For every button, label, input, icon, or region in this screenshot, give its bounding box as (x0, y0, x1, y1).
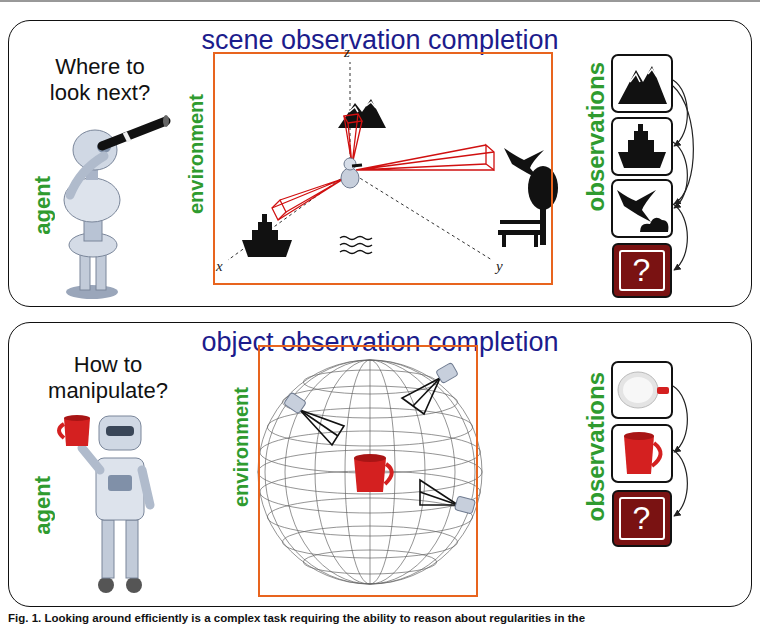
environment-label: environment (230, 387, 253, 507)
question-mark: ? (619, 497, 665, 540)
observation-tile (612, 425, 672, 482)
observation-tile (612, 55, 672, 112)
axis-label: x (216, 258, 223, 275)
water-waves (340, 237, 372, 254)
axis-label: z (344, 44, 350, 61)
agent-label: agent (30, 176, 56, 235)
question-mark: ? (619, 250, 665, 291)
question-text: How to manipulate? (40, 352, 176, 404)
robot-telescope (64, 115, 169, 299)
figure-caption: Fig. 1. Looking around efficiently is a … (8, 612, 585, 624)
view-sphere (258, 360, 482, 584)
unknown-tile: ? (612, 243, 672, 298)
ship-icon (242, 214, 292, 257)
environment-box: environment (258, 345, 478, 597)
robot-mug (59, 415, 150, 593)
environment-box: environment (213, 52, 553, 285)
observations-label: observations (582, 372, 610, 521)
sequence-arrows (673, 386, 687, 516)
observation-tile (612, 118, 672, 175)
cameras (284, 362, 476, 514)
tree-bench (498, 166, 558, 247)
robot-small (341, 158, 362, 188)
environment-label: environment (185, 94, 208, 214)
observation-tile (612, 362, 672, 418)
view-frustums (272, 114, 494, 220)
observations-label: observations (582, 62, 610, 211)
question-text: Where to look next? (38, 54, 162, 106)
top-rule (0, 1, 760, 2)
agent-label: agent (30, 476, 56, 535)
mug-center (354, 454, 392, 492)
axes (228, 62, 492, 260)
sequence-arrows (673, 80, 693, 270)
camera-frustums (300, 378, 458, 505)
unknown-tile: ? (612, 490, 672, 547)
axis-label: y (496, 258, 503, 275)
observation-tile (612, 180, 672, 237)
